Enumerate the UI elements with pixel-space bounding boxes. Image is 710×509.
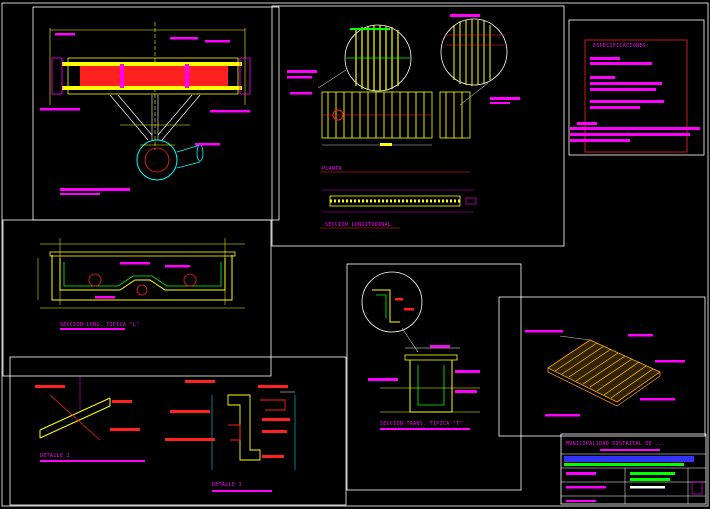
label-planta: PLANTA bbox=[322, 166, 342, 172]
isometric-grating-drawing bbox=[525, 330, 685, 417]
label-seccion-long-tipica: SECCION LONG. TIPICA "L" bbox=[60, 322, 139, 328]
label-detalle-1: DETALLE 1 bbox=[212, 482, 242, 488]
details-drawing bbox=[35, 375, 296, 492]
panel-title-block bbox=[560, 433, 707, 505]
panel-long-section bbox=[2, 219, 272, 377]
panel-trans-section bbox=[346, 263, 522, 491]
panel-grating-plan bbox=[271, 5, 565, 247]
panel-isometric-grating bbox=[498, 296, 706, 437]
label-seccion-longitudinal: SECCION LONGITUDINAL bbox=[325, 222, 391, 228]
long-section-drawing bbox=[37, 238, 245, 330]
panel-details bbox=[9, 356, 347, 506]
label-title-block-heading: MUNICIPALIDAD DISTRITAL DE ... bbox=[566, 441, 665, 447]
label-especificaciones: ESPECIFICACIONES: bbox=[593, 43, 649, 49]
grating-plan-drawing bbox=[287, 14, 520, 229]
pipe-support-drawing bbox=[40, 22, 251, 195]
panel-specifications bbox=[568, 19, 705, 156]
title-block bbox=[561, 449, 706, 504]
label-seccion-trans-tipica: SECCION TRANS. TIPICA "T" bbox=[380, 421, 463, 427]
specifications-block bbox=[570, 39, 700, 153]
label-detalle-2: DETALLE 2 bbox=[40, 453, 70, 459]
trans-section-drawing bbox=[361, 271, 480, 430]
